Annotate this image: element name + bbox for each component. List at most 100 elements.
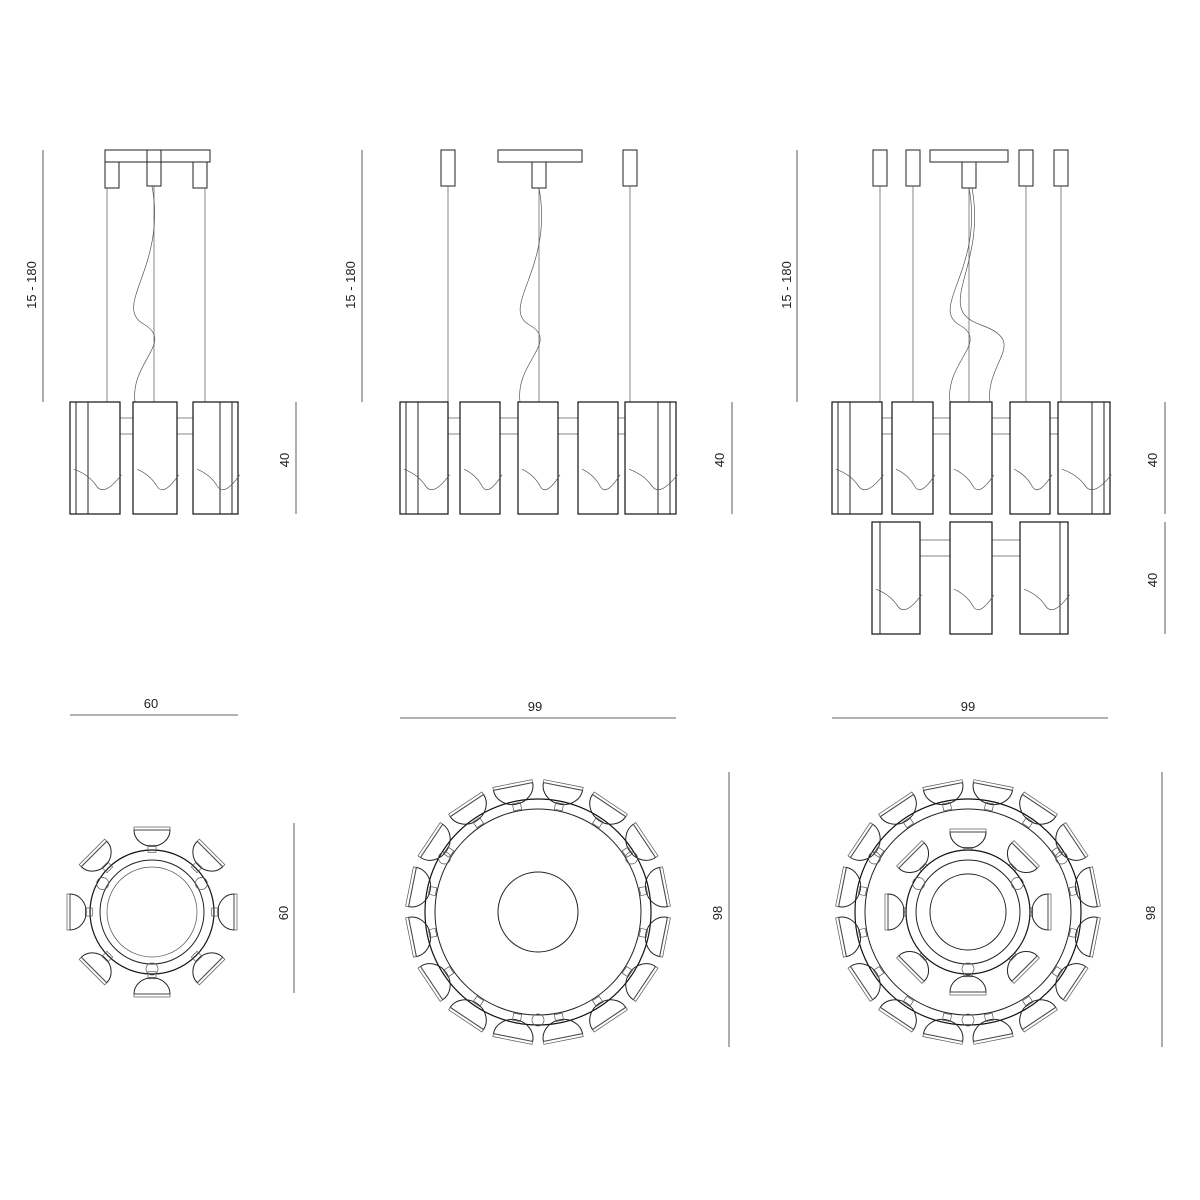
cup-mount: [101, 861, 114, 874]
center-disc: [929, 873, 1007, 951]
inner-ring: [905, 849, 1031, 975]
shade-cup: [1019, 995, 1058, 1033]
shade-cup: [847, 963, 885, 1002]
shade-cup: [1068, 866, 1101, 908]
lamp-shade: [1057, 401, 1111, 515]
cup-mount: [427, 886, 438, 897]
cup-lip: [972, 1033, 1014, 1045]
cup-mount: [1021, 995, 1034, 1008]
suspension-pod: [104, 161, 120, 189]
cup-lip: [1089, 916, 1101, 958]
suspension-pod: [905, 149, 921, 187]
cup-body: [849, 963, 881, 1001]
cup-lip: [1089, 866, 1101, 908]
cup-mount: [638, 927, 649, 938]
cup-mount: [472, 816, 485, 829]
cup-mount: [190, 861, 203, 874]
cup-lip: [884, 893, 889, 931]
cup-body: [407, 916, 432, 958]
socket: [531, 1013, 545, 1027]
shade-cup: [589, 995, 628, 1033]
cup-mount: [902, 816, 915, 829]
socket: [195, 877, 208, 890]
cup-body: [1006, 841, 1039, 874]
suspension-pod: [146, 149, 162, 187]
shade-height-label-1: 40: [277, 453, 292, 467]
cup-body: [879, 999, 917, 1031]
height-label-3: 15 - 180: [779, 261, 794, 309]
shade-cup: [638, 866, 671, 908]
shade-cup: [922, 779, 964, 812]
shade-cup: [621, 963, 659, 1002]
cup-mount: [147, 844, 157, 853]
shade-cup: [542, 779, 584, 812]
glass-edge: [835, 468, 884, 491]
suspension-pod: [1018, 149, 1034, 187]
shade-cup: [448, 791, 487, 829]
cup-mount: [638, 886, 649, 897]
cup-lip: [878, 791, 915, 818]
cup-lip: [405, 866, 417, 908]
shade-cup: [835, 916, 868, 958]
shade-cup: [542, 1012, 584, 1045]
power-cable: [949, 187, 972, 403]
shade-cup: [1019, 791, 1058, 829]
cup-mount: [84, 907, 93, 917]
cup-mount: [553, 801, 564, 812]
lamp-shade: [192, 401, 239, 515]
shade-cup: [405, 916, 438, 958]
cup-mount: [1021, 816, 1034, 829]
cup-mount: [591, 816, 604, 829]
cup-mount: [147, 971, 157, 980]
cup-lip: [847, 965, 874, 1002]
glass-edge: [953, 588, 995, 611]
lamp-shade: [624, 401, 677, 515]
socket: [625, 851, 638, 865]
cup-lip: [492, 779, 534, 791]
cup-body: [897, 841, 930, 874]
shade-height-label-3a: 40: [1145, 453, 1160, 467]
shade-cup: [878, 995, 917, 1033]
cup-mount: [1068, 927, 1079, 938]
cup-lip: [949, 991, 987, 996]
glass-edge: [73, 468, 122, 491]
geometry-layer: [42, 149, 1166, 1047]
height-label-1: 15 - 180: [24, 261, 39, 309]
cup-lip: [922, 779, 964, 791]
inner-ring: [434, 808, 642, 1016]
glass-edge: [196, 468, 241, 491]
cup-lip: [1062, 965, 1089, 1002]
shade-cup: [405, 866, 438, 908]
cup-body: [1019, 793, 1057, 825]
cup-lip: [896, 955, 925, 984]
glass-edge: [463, 468, 503, 491]
power-cable: [959, 187, 1005, 403]
shade-cup: [78, 838, 114, 874]
cup-mount: [442, 965, 455, 978]
lamp-shade: [871, 521, 921, 635]
cup-lip: [133, 826, 171, 831]
lamp-shade: [459, 401, 501, 515]
cup-mount: [101, 950, 114, 963]
cup-body: [949, 975, 987, 993]
cup-body: [972, 781, 1014, 806]
cup-body: [879, 793, 917, 825]
cup-lip: [196, 956, 226, 986]
cup-lip: [972, 779, 1014, 791]
glass-edge: [1013, 468, 1053, 491]
shade-cup: [492, 779, 534, 812]
cup-lip: [405, 916, 417, 958]
canopy-bar: [497, 149, 583, 163]
shade-cup: [835, 866, 868, 908]
cup-lip: [896, 840, 925, 869]
cup-lip: [417, 822, 444, 859]
cup-lip: [233, 893, 238, 931]
power-cable: [519, 187, 542, 403]
cup-body: [449, 793, 487, 825]
shade-cup: [78, 950, 114, 986]
cup-body: [589, 793, 627, 825]
glass-edge: [521, 468, 561, 491]
cup-lip: [835, 866, 847, 908]
cup-lip: [66, 893, 71, 931]
cup-body: [542, 781, 584, 806]
